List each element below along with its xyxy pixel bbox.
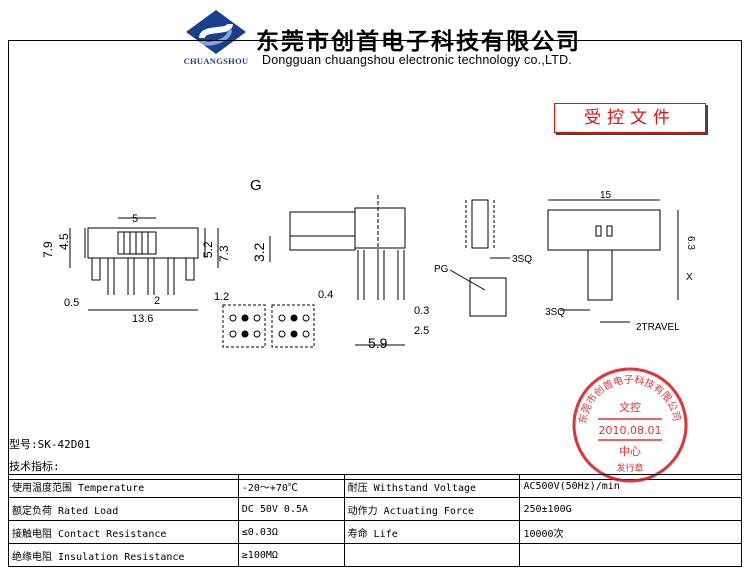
controlled-document-label: 受控文件	[554, 103, 706, 133]
dim-0-4: 0.4	[318, 289, 333, 301]
dim-x: X	[686, 272, 693, 283]
stamp-bottom: 发行章	[616, 462, 643, 474]
spec-cell: 绝缘电阻 Insulation Resistance	[8, 543, 239, 567]
label-g: G	[250, 177, 262, 194]
dim-6-3: 6.3	[685, 236, 696, 250]
side-view	[269, 195, 406, 346]
dim-2-5: 2.5	[414, 325, 429, 337]
model-number: 型号:SK-42D01	[9, 438, 91, 451]
top-view	[547, 199, 679, 323]
dim-15: 15	[600, 190, 612, 201]
spec-cell	[519, 543, 742, 567]
spec-cell: 接触电阻 Contact Resistance	[8, 520, 239, 544]
company-logo-icon	[186, 10, 246, 54]
spec-cell: 动作力 Actuating Force	[343, 497, 521, 521]
dim-4-5: 4.5	[57, 233, 71, 250]
table-row: 额定负荷 Rated Load DC 50V 0.5A 动作力 Actuatin…	[8, 497, 742, 521]
dim-3sq-a: 3SQ	[512, 254, 532, 265]
dim-7-9: 7.9	[41, 241, 55, 258]
spec-cell: DC 50V 0.5A	[237, 497, 345, 521]
dim-7-3: 7.3	[217, 245, 231, 262]
spec-heading: 技术指标:	[9, 460, 60, 473]
dim-3-2: 3.2	[251, 242, 267, 262]
spec-cell: 寿命 Life	[343, 520, 521, 544]
pcb-hole-pattern	[222, 304, 315, 348]
spec-table: 使用温度范围 Temperature -20～+70℃ 耐压 Withstand…	[8, 474, 742, 567]
spec-cell: ≥100MΩ	[237, 543, 345, 567]
spec-cell: -20～+70℃	[237, 474, 345, 498]
spec-cell: AC500V(50Hz)/min	[519, 474, 742, 498]
dim-5-2: 5.2	[201, 241, 215, 258]
spec-cell: 额定负荷 Rated Load	[8, 497, 239, 521]
spec-cell	[343, 543, 521, 567]
dim-1-2: 1.2	[214, 291, 229, 303]
stamp-center-top: 文控	[619, 400, 641, 414]
logo-text: CHUANGSHOU	[183, 56, 249, 66]
company-name-en: Dongguan chuangshou electronic technolog…	[262, 53, 572, 67]
table-row: 接触电阻 Contact Resistance ≤0.03Ω 寿命 Life 1…	[8, 520, 742, 544]
stamp-center-bottom: 中心	[619, 445, 641, 458]
dim-5-9: 5.9	[368, 335, 388, 351]
spec-cell: 使用温度范围 Temperature	[8, 474, 239, 498]
spec-cell: 250±100G	[519, 497, 742, 521]
stamp-date: 2010.08.01	[599, 424, 662, 437]
dim-2: 2	[154, 295, 160, 307]
table-row: 绝缘电阻 Insulation Resistance ≥100MΩ	[8, 543, 742, 567]
dim-0-3: 0.3	[414, 305, 429, 317]
spec-cell: 耐压 Withstand Voltage	[343, 474, 521, 498]
dim-3sq-b: 3SQ	[545, 307, 565, 318]
spec-cell: 10000次	[519, 520, 742, 544]
spec-cell: ≤0.03Ω	[237, 520, 345, 544]
dim-5: 5	[132, 213, 138, 225]
dim-0-5: 0.5	[64, 297, 79, 309]
dim-13-6: 13.6	[132, 313, 153, 325]
label-pg: PG	[434, 264, 449, 275]
dim-2travel: 2TRAVEL	[636, 322, 680, 333]
front-view	[69, 217, 219, 311]
approval-stamp-icon: 东莞市创首电子科技有限公司 文控 2010.08.01 中心 发行章	[572, 367, 688, 483]
company-name-cn: 东莞市创首电子科技有限公司	[256, 28, 581, 55]
actuator-detail	[449, 199, 510, 317]
table-row: 使用温度范围 Temperature -20～+70℃ 耐压 Withstand…	[8, 474, 742, 498]
